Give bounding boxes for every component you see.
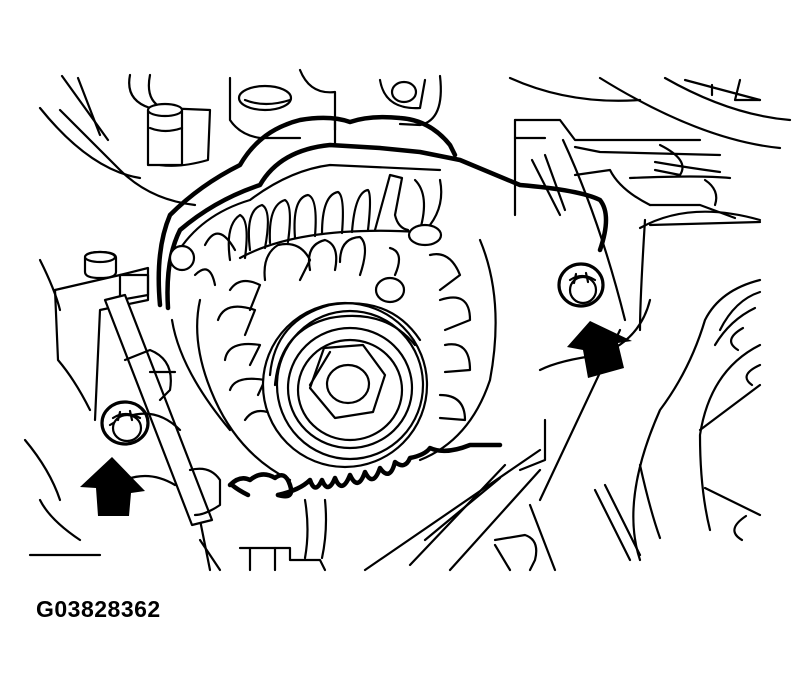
left-bolt-arrow: [80, 457, 145, 516]
right-bolt-arrow: [567, 321, 632, 378]
engine-bosses-top: [228, 68, 442, 140]
figure-id-label: G03828362: [36, 596, 161, 622]
left-mounting-bolt: [100, 400, 150, 446]
lower-engine-parts: [23, 438, 557, 572]
engine-block-upper-right: [508, 76, 792, 332]
engine-block-upper-left: [38, 73, 212, 207]
cooling-fins-spokes: [170, 235, 497, 482]
alternator: [156, 114, 609, 499]
right-mounting-bolt: [557, 262, 605, 308]
pulley-nut: [308, 343, 387, 420]
cooling-fins-upper: [168, 173, 443, 287]
adjusting-bracket-left: [38, 250, 222, 527]
transmission-housing-right: [518, 278, 762, 562]
